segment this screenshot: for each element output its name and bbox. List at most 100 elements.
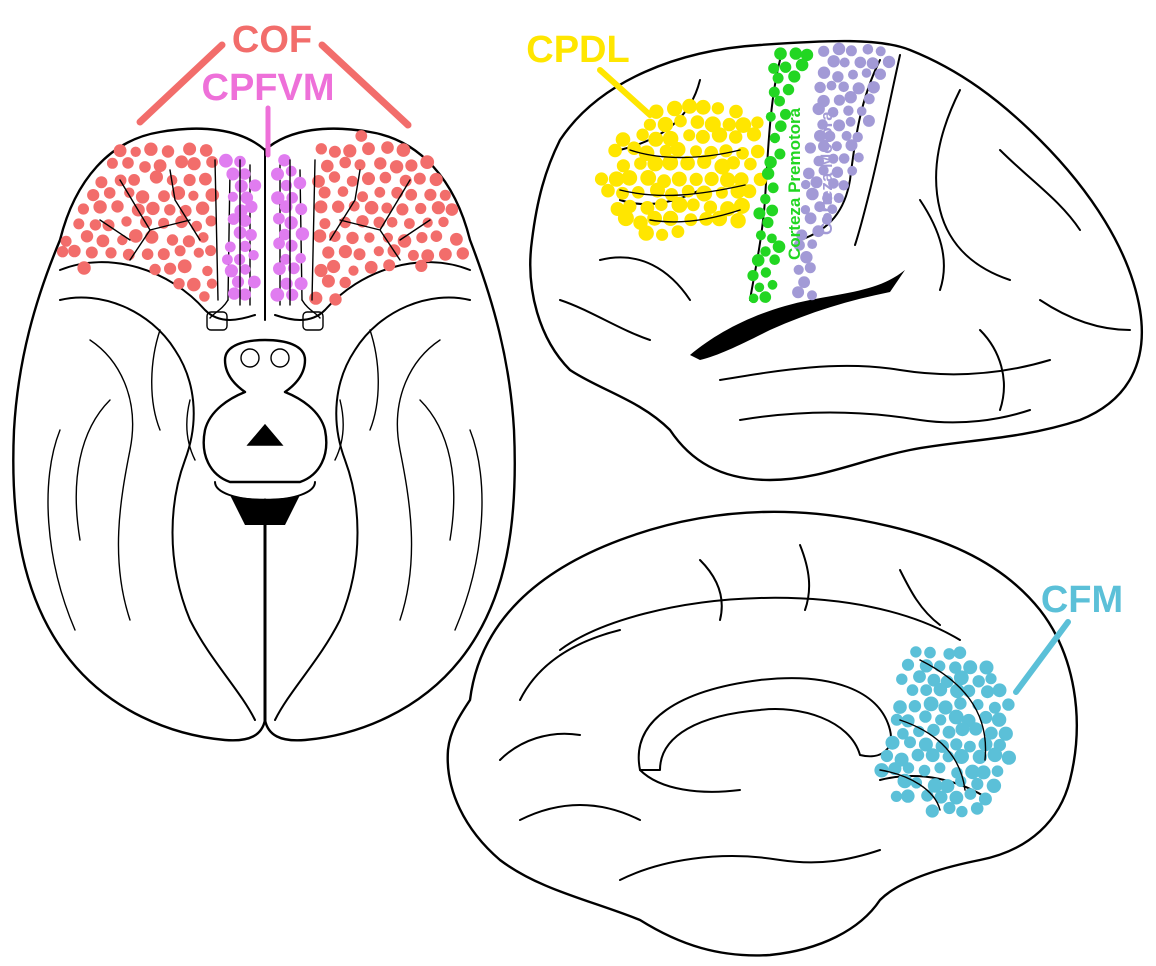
cfm-dot: [973, 675, 985, 687]
cof-dot: [365, 261, 378, 274]
cof-dot: [408, 250, 419, 261]
motor-dot: [862, 68, 872, 78]
cfm-dot: [907, 684, 919, 696]
cfm-dot: [999, 727, 1013, 741]
cfm-dot: [993, 683, 1007, 697]
cpdl-dot: [636, 129, 648, 141]
cof-dot: [415, 203, 426, 214]
cof-dot: [78, 203, 89, 214]
cof-dot: [322, 275, 335, 288]
cpdl-dot: [712, 127, 727, 142]
motor-dot: [846, 117, 856, 127]
cof-dot: [200, 144, 213, 157]
premotor-dot: [761, 267, 771, 277]
cof-dot: [105, 247, 116, 258]
cof-dot: [446, 203, 459, 216]
premotor-dot: [752, 254, 765, 267]
cpdl-dot: [744, 158, 757, 171]
cof-dot: [319, 218, 330, 229]
cof-dot: [175, 155, 188, 168]
cof-dot: [404, 218, 415, 229]
motor-dot: [864, 94, 875, 105]
cof-dot: [327, 260, 340, 273]
cpdl-dot: [691, 115, 705, 129]
motor-dot: [838, 82, 849, 93]
cfm-dot: [901, 789, 914, 802]
cpdl-dot: [727, 156, 740, 169]
cpfvm-dot: [286, 289, 298, 301]
cpdl-dot: [639, 225, 654, 240]
cof-dot: [158, 190, 170, 202]
cof-dot: [397, 143, 411, 157]
cof-dot: [420, 155, 434, 169]
motor-dot: [875, 69, 886, 80]
cof-dot: [164, 204, 175, 215]
cof-dot: [398, 234, 412, 248]
cof-dot: [175, 245, 186, 256]
cof-dot: [199, 173, 212, 186]
cof-dot: [150, 170, 163, 183]
cpdl-dot: [634, 157, 647, 170]
cpdl-dot: [730, 213, 745, 228]
cpdl-dot: [663, 211, 678, 226]
cpfvm-dot: [248, 276, 261, 289]
cof-dot: [314, 200, 327, 213]
cpfvm-dot: [249, 179, 261, 191]
medial-brain-view: [448, 512, 1077, 956]
cpdl-dot: [751, 116, 763, 128]
cof-dot: [128, 174, 140, 186]
cfm-dot: [891, 791, 902, 802]
cof-dot: [391, 187, 403, 199]
cof-dot: [415, 260, 427, 272]
motor-dot: [805, 142, 816, 153]
cfm-dot: [985, 673, 996, 684]
cof-dot: [187, 278, 201, 292]
cpfvm-dot: [284, 216, 297, 229]
cof-dot: [206, 156, 218, 168]
cpfvm-dot: [271, 168, 284, 181]
cfm-dot: [910, 646, 921, 657]
cof-dot: [97, 235, 110, 248]
cfm-dot: [971, 802, 984, 815]
cof-dot: [313, 229, 326, 242]
cfm-dot: [904, 736, 916, 748]
cof-dot: [57, 246, 68, 257]
motor-dot: [876, 46, 886, 56]
cpdl-dot: [690, 145, 702, 157]
cof-dot: [184, 174, 196, 186]
cfm-dot: [992, 765, 1004, 777]
cpdl-dot: [712, 102, 724, 114]
cof-dot: [144, 143, 157, 156]
cpfvm-dot: [228, 192, 238, 202]
motor-dot: [868, 81, 880, 93]
cfm-dot: [943, 648, 955, 660]
cpfvm-dot: [273, 262, 286, 275]
cpdl-dot: [687, 198, 700, 211]
premotor-dot: [774, 149, 785, 160]
cpdl-dot: [712, 211, 727, 226]
premotor-dot: [762, 217, 773, 228]
cfm-dot: [977, 765, 991, 779]
cfm-dot: [926, 748, 940, 762]
cof-dot: [354, 248, 366, 260]
cfm-dot: [926, 804, 939, 817]
cof-dot: [136, 190, 149, 203]
cpfvm-dot: [286, 240, 298, 252]
cfm-dot: [1002, 698, 1014, 710]
motor-dot: [834, 95, 845, 106]
lateral-outline: [530, 41, 1142, 480]
cpdl-dot: [742, 184, 756, 198]
cof-dot: [164, 263, 176, 275]
cof-dot: [114, 144, 127, 157]
premotor-dot: [788, 70, 800, 82]
cfm-dot: [971, 778, 983, 790]
motor-dot: [807, 290, 817, 300]
cof-dot: [374, 187, 385, 198]
cfm-dot: [963, 685, 976, 698]
cfm-dot: [987, 779, 1001, 793]
motor-dot: [867, 57, 879, 69]
cpfvm-dot: [245, 229, 257, 241]
premotor-dot: [790, 47, 802, 59]
cfm-dot: [934, 660, 945, 671]
cof-dot: [87, 189, 99, 201]
